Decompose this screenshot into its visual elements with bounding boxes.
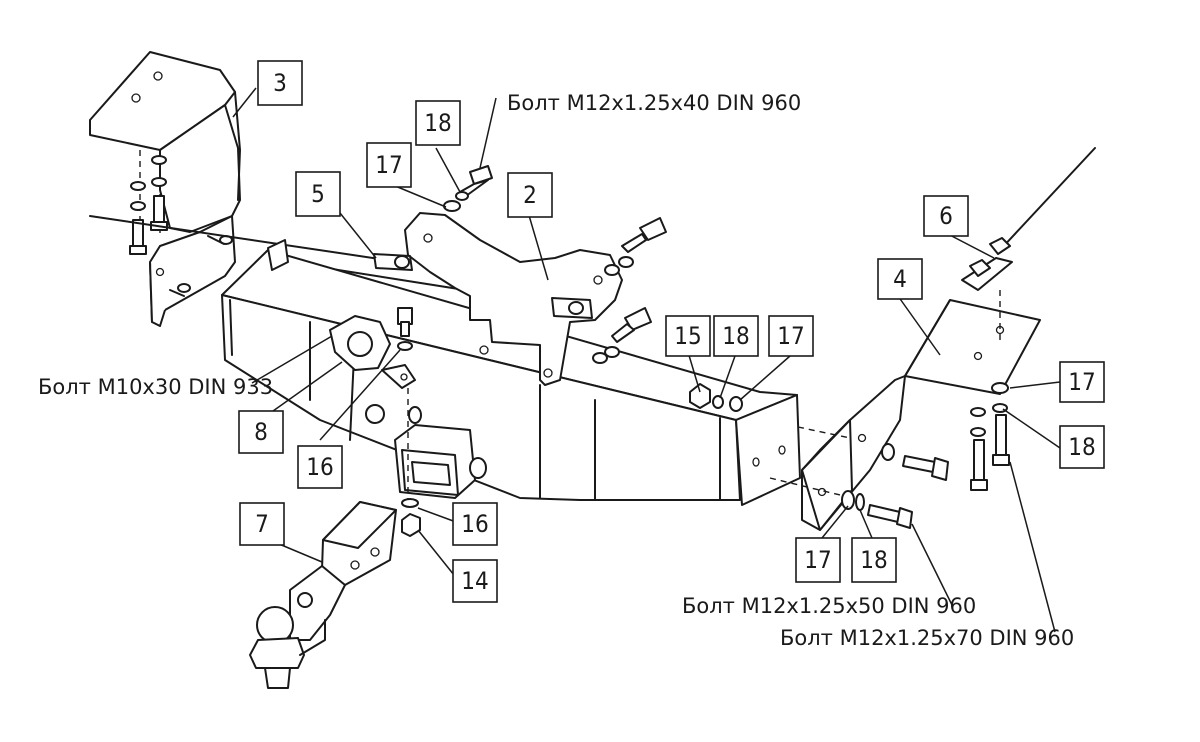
callout-18-bottom: 18 xyxy=(851,537,897,583)
callout-17-right-label: 17 xyxy=(1068,368,1095,396)
callout-2: 2 xyxy=(507,172,553,218)
callout-18-mid: 18 xyxy=(713,315,759,357)
part-8-socket-plate xyxy=(329,315,416,389)
callout-17-bottom: 17 xyxy=(795,537,841,583)
callout-17-top: 17 xyxy=(366,142,412,188)
part-3-left-bracket xyxy=(89,51,241,327)
receiver-hitch xyxy=(394,406,487,499)
callout-16-left: 16 xyxy=(297,445,343,489)
plate-2-side-bolts xyxy=(592,217,667,364)
callout-17-bottom-label: 17 xyxy=(804,546,831,574)
callout-17-right: 17 xyxy=(1059,361,1105,403)
right-bracket-bolts xyxy=(769,382,1010,529)
callout-17-top-label: 17 xyxy=(375,151,402,179)
bolt-m12x40-parts xyxy=(443,165,493,212)
bolt-m12x40-label: Болт М12х1.25х40 DIN 960 xyxy=(507,91,801,115)
callout-3-label: 3 xyxy=(273,69,287,97)
leader-lines xyxy=(232,87,1061,633)
callout-5-label: 5 xyxy=(311,180,325,208)
middle-fastener-set xyxy=(689,383,743,412)
callout-17-mid-label: 17 xyxy=(777,322,804,350)
callout-18-top: 18 xyxy=(415,100,461,146)
callout-16-bottom: 16 xyxy=(452,502,498,546)
callout-7: 7 xyxy=(239,502,285,546)
bolt-m10x30-label: Болт М10х30 DIN 933 xyxy=(38,375,273,399)
callout-15-label: 15 xyxy=(674,322,701,350)
callout-2-label: 2 xyxy=(523,181,537,209)
callout-16-left-label: 16 xyxy=(306,453,333,481)
callout-14: 14 xyxy=(452,559,498,603)
callout-14-label: 14 xyxy=(461,567,488,595)
bolt-m12x70-label: Болт М12х1.25х70 DIN 960 xyxy=(780,626,1074,650)
callout-7-label: 7 xyxy=(255,510,269,538)
callout-18-right-label: 18 xyxy=(1068,433,1095,461)
part-16-washer-set xyxy=(397,307,421,537)
callout-15: 15 xyxy=(665,315,711,357)
bolt-m12x50-label: Болт М12х1.25х50 DIN 960 xyxy=(682,594,976,618)
part-2-top-plate xyxy=(373,212,623,386)
callout-4-label: 4 xyxy=(893,265,907,293)
callout-16-bottom-label: 16 xyxy=(461,510,488,538)
callout-6: 6 xyxy=(923,195,969,237)
callout-8-label: 8 xyxy=(254,418,268,446)
part-4-right-bracket xyxy=(801,290,1041,531)
callout-18-top-label: 18 xyxy=(424,109,451,137)
callout-18-right: 18 xyxy=(1059,425,1105,469)
callout-6-label: 6 xyxy=(939,202,953,230)
callout-5: 5 xyxy=(295,171,341,217)
callout-18-bottom-label: 18 xyxy=(860,546,887,574)
callout-3: 3 xyxy=(257,60,303,106)
callout-17-mid: 17 xyxy=(768,315,814,357)
part-6-nut-plate xyxy=(961,237,1013,291)
part-7-ball-mount xyxy=(249,501,397,689)
callout-4: 4 xyxy=(877,258,923,300)
callout-18-mid-label: 18 xyxy=(722,322,749,350)
callout-8: 8 xyxy=(238,410,284,454)
